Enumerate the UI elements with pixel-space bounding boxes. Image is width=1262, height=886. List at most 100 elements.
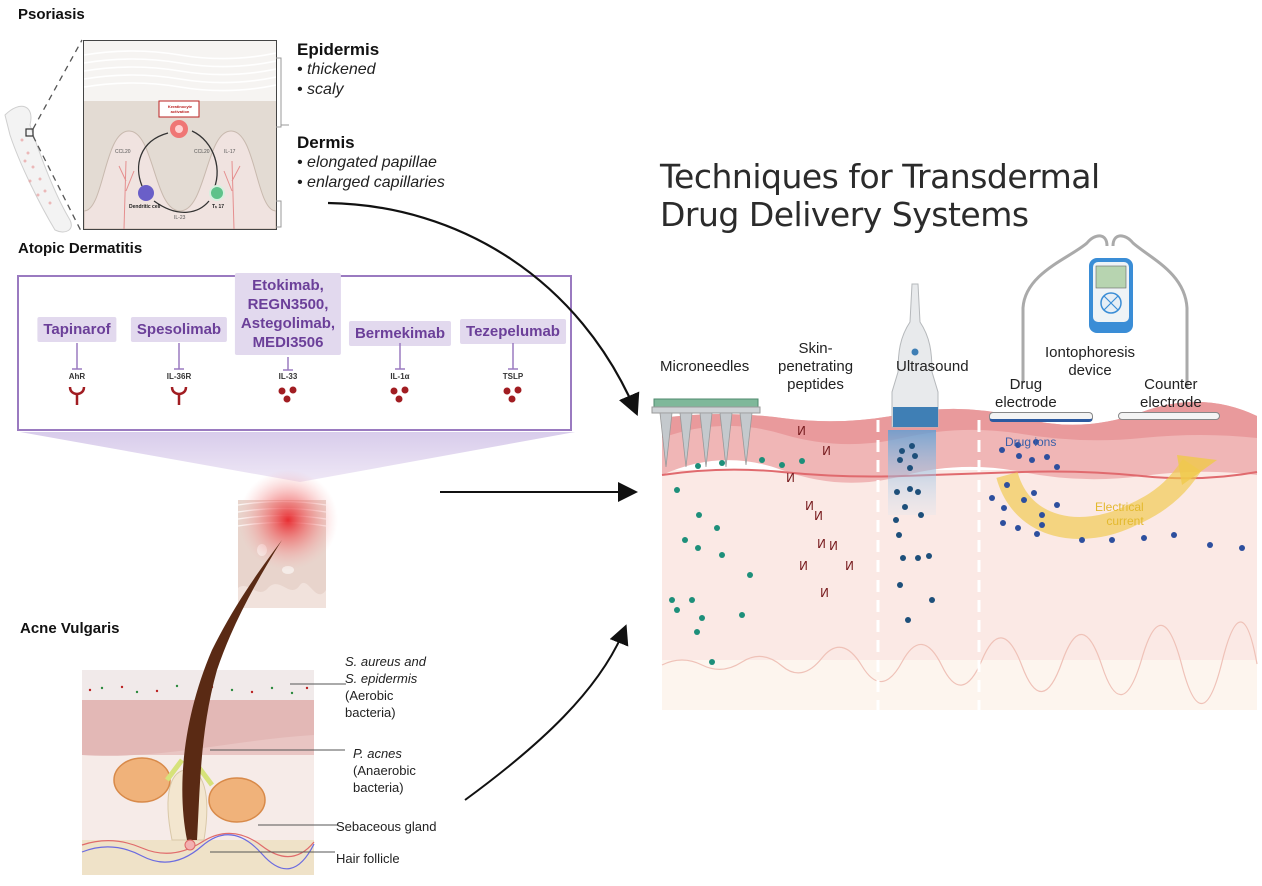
iontophoresis-device-label: Iontophoresis device: [1045, 344, 1136, 379]
target-label: IL-33: [278, 372, 298, 381]
th17-label: Tₕ 17: [212, 204, 225, 210]
drug-ion-particle: [1239, 545, 1245, 551]
hair-follicle-label: Hair follicle: [336, 851, 400, 866]
inhibition-line: [283, 357, 293, 371]
drug-electrode: [989, 412, 1093, 422]
cytokine-icon: [503, 386, 522, 403]
cytokine-icon: [390, 386, 409, 403]
techniques-title-line1: Techniques for Transdermal: [660, 157, 1100, 196]
microneedle-drug-particle: [709, 659, 715, 665]
techniques-title: Techniques for Transdermal Drug Delivery…: [660, 158, 1100, 234]
drug-ion-particle: [1141, 535, 1147, 541]
acne-hair-follicle-diagram: [81, 540, 315, 875]
drug-ion-particle: [1004, 482, 1010, 488]
drug-ion-particle: [1015, 442, 1021, 448]
aerobic-species-label: S. aureus and S. epidermis: [345, 654, 426, 686]
microneedle-drug-particle: [759, 457, 765, 463]
electrical-current-arrow: [996, 458, 1202, 539]
psoriasis-skin-diagram: [84, 41, 276, 229]
ultrasound-drug-particle: [894, 489, 900, 495]
drug-electrode-label: Drug electrode: [995, 376, 1057, 411]
microneedle-drug-particle: [719, 460, 725, 466]
ultrasound-drug-particle: [893, 517, 899, 523]
target-label: TSLP: [502, 372, 524, 381]
techniques-title-line2: Drug Delivery Systems: [660, 195, 1029, 234]
drug-ion-particle: [1033, 439, 1039, 445]
microneedle-drug-particle: [696, 512, 702, 518]
peptide-icon: И: [820, 586, 829, 600]
microneedle-drug-particle: [694, 629, 700, 635]
dermis-block: Dermis • elongated papillae • enlarged c…: [297, 133, 445, 193]
layer-brackets: [276, 57, 289, 228]
keratinocyte-label: Keratinocyte activation: [167, 104, 193, 114]
anaerobic-note-label: (Anaerobic bacteria): [353, 763, 416, 795]
atopic-dermatitis-title: Atopic Dermatitis: [18, 240, 143, 257]
microneedle-drug-particle: [719, 552, 725, 558]
dermis-item: • enlarged capillaries: [297, 174, 445, 191]
cytokine-icon: [278, 386, 297, 403]
psoriasis-skin-inset: Keratinocyte activation CCL20 CCL20 IL-1…: [83, 40, 277, 230]
drug-ion-particle: [1021, 497, 1027, 503]
microneedle-drug-particle: [714, 525, 720, 531]
ultrasound-drug-particle: [899, 448, 905, 454]
ultrasound-drug-particle: [900, 555, 906, 561]
drug-item: Etokimab, REGN3500, Astegolimab, MEDI350…: [228, 273, 348, 431]
drug-name-box: Spesolimab: [130, 317, 228, 342]
target-label: IL-1α: [390, 372, 410, 381]
microneedles-label: Microneedles: [660, 358, 750, 375]
zoom-marker: [25, 128, 34, 137]
epidermis-title: Epidermis: [297, 40, 380, 59]
anaerobic-species-label: P. acnes: [353, 746, 402, 761]
peptide-icon: И: [814, 509, 823, 523]
psoriasis-title: Psoriasis: [18, 6, 85, 23]
ultrasound-drug-particle: [926, 553, 932, 559]
microneedle-drug-particle: [669, 597, 675, 603]
acne-arrow: [464, 624, 629, 801]
peptide-icon: И: [822, 444, 831, 458]
iontophoresis-device: [1021, 234, 1189, 388]
ultrasound-drug-particle: [907, 465, 913, 471]
peptide-icon: И: [797, 424, 806, 438]
drug-ion-particle: [1171, 532, 1177, 538]
aerobic-note-label: (Aerobic bacteria): [345, 688, 396, 720]
peptide-icon: И: [829, 539, 838, 553]
peptides-label: Skin- penetrating peptides: [778, 340, 854, 393]
arm-illustration: [4, 39, 83, 234]
microneedle-drug-particle: [779, 462, 785, 468]
drug-ion-particle: [1015, 525, 1021, 531]
microneedle-drug-particle: [747, 572, 753, 578]
peptide-icon: И: [799, 559, 808, 573]
ultrasound-beam: [888, 430, 936, 515]
peptide-icon: И: [817, 537, 826, 551]
ultrasound-drug-particle: [902, 504, 908, 510]
drug-name-box: Etokimab, REGN3500, Astegolimab, MEDI350…: [234, 273, 342, 355]
drug-ion-particle: [1039, 512, 1045, 518]
sebaceous-gland-label: Sebaceous gland: [336, 819, 437, 834]
il17-label: IL-17: [224, 149, 236, 155]
drug-ion-particle: [1079, 537, 1085, 543]
ultrasound-label: Ultrasound: [896, 358, 969, 375]
drug-ion-particle: [1001, 505, 1007, 511]
epidermis-item: • thickened: [297, 61, 376, 78]
inflamed-skin-patch: [237, 470, 338, 608]
microneedle-drug-particle: [695, 463, 701, 469]
inhibition-line: [72, 343, 82, 370]
ultrasound-drug-particle: [912, 453, 918, 459]
electrical-current-label: Electrical current: [1095, 500, 1144, 528]
microneedle-drug-particle: [674, 607, 680, 613]
receptor-icon: [170, 386, 188, 405]
drug-ion-particle: [1054, 464, 1060, 470]
acne-title: Acne Vulgaris: [20, 620, 120, 637]
dermis-item: • elongated papillae: [297, 154, 437, 171]
peptide-icon: И: [786, 471, 795, 485]
microneedle-drug-particle: [682, 537, 688, 543]
drug-name-box: Tapinarof: [37, 317, 117, 342]
drug-ions-label: Drug ions: [1005, 435, 1057, 449]
drug-name-box: Tezepelumab: [460, 319, 566, 344]
ultrasound-drug-particle: [918, 512, 924, 518]
dermis-title: Dermis: [297, 133, 355, 152]
ultrasound-drug-particle: [929, 597, 935, 603]
